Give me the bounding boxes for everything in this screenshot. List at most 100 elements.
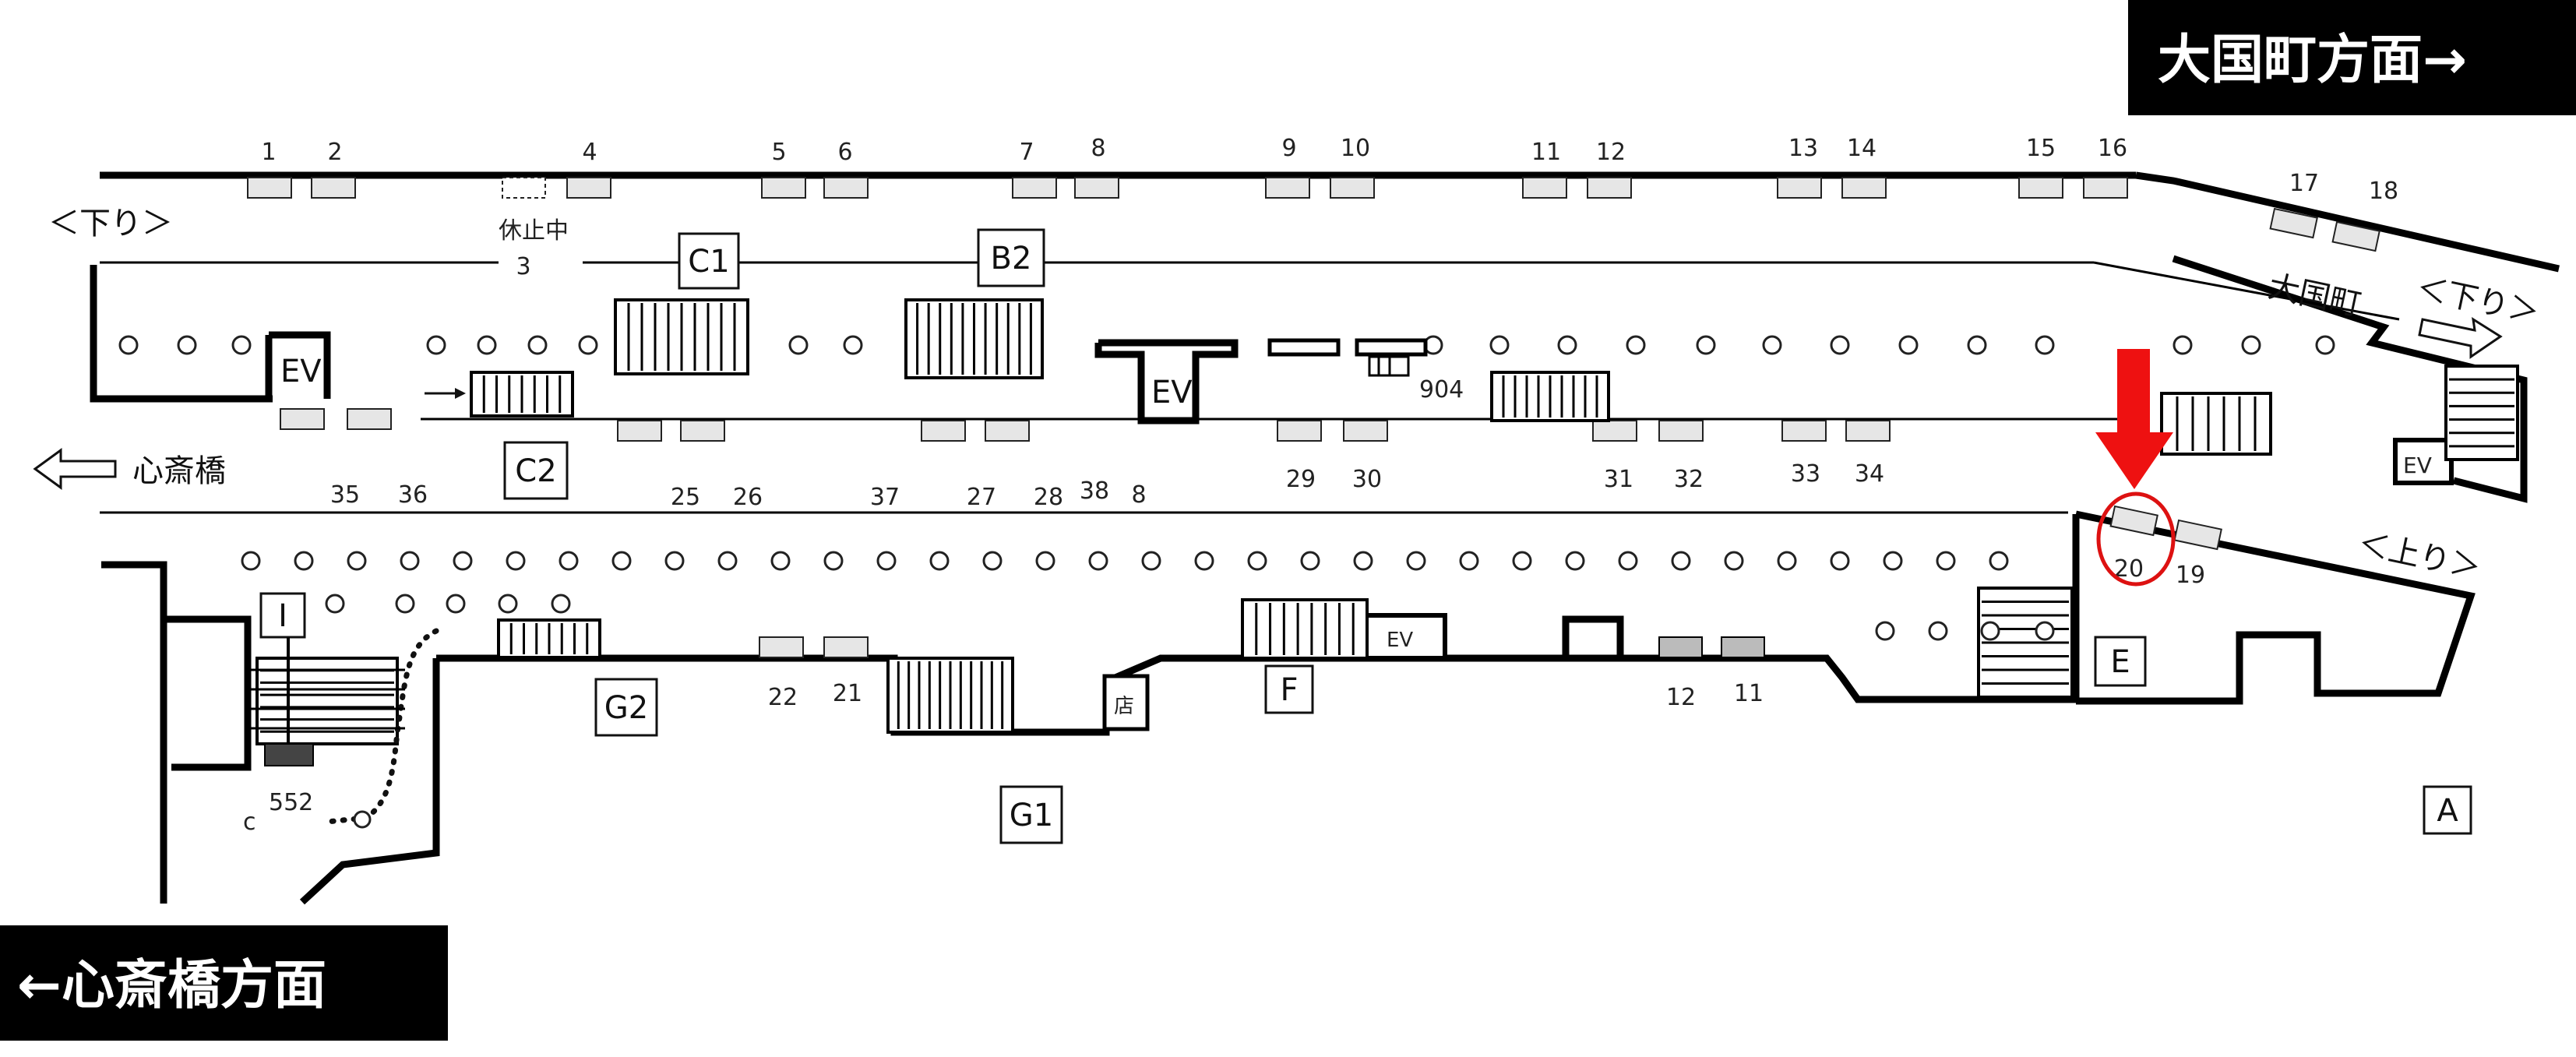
door-top-16: 16: [2083, 135, 2128, 199]
exit-label: G2: [604, 690, 648, 726]
bench-group-904: 904: [1267, 338, 1464, 403]
pillar: [498, 594, 518, 614]
pillar: [1300, 551, 1320, 571]
stair-10: [1977, 587, 2074, 699]
pillar: [788, 335, 809, 355]
hatched-doors: [1658, 636, 1765, 658]
pillar: [1875, 621, 1895, 641]
elevator-3: EV: [1363, 613, 1447, 661]
pillar: [843, 335, 863, 355]
stair-6: [2444, 365, 2519, 461]
pillar: [1141, 551, 1161, 571]
exit-label: B2: [991, 241, 1032, 277]
pillar: [1762, 335, 1782, 355]
door-bot-20: 20: [2109, 505, 2158, 583]
door-top-18: 18: [2331, 178, 2398, 252]
door-mid-label: 28: [1034, 484, 1063, 511]
door-top-6: 6: [823, 139, 869, 199]
spot-904-label: 904: [1419, 376, 1464, 403]
pillar: [770, 551, 791, 571]
pillar: [2035, 335, 2055, 355]
pillar: [1980, 621, 2000, 641]
exit-G1: G1: [999, 785, 1063, 844]
gate-I: [248, 637, 405, 766]
door-mid-label: 33: [1791, 460, 1820, 488]
pillar: [1936, 551, 1956, 571]
door-top-7: 7: [1012, 139, 1057, 199]
pillars: [118, 335, 2335, 641]
pillar: [1724, 551, 1744, 571]
door-top-14: 14: [1841, 135, 1887, 199]
door-bot-11: 11: [1734, 680, 1764, 707]
door-mid-label: 36: [398, 481, 428, 509]
door-mid-label: 30: [1352, 466, 1382, 493]
door-top-label: 10: [1341, 135, 1370, 162]
pillar: [231, 335, 252, 355]
exit-C1: C1: [678, 232, 740, 290]
pillar: [2173, 335, 2193, 355]
door-mid-label: 26: [733, 484, 763, 511]
pillar: [2315, 335, 2335, 355]
exit-F: F: [1264, 664, 1314, 714]
pillar: [1671, 551, 1691, 571]
door-top-label: 14: [1847, 135, 1876, 162]
shop-label: 店: [1114, 695, 1134, 718]
door-mid-35: 35: [330, 481, 360, 509]
door-top-5: 5: [761, 139, 806, 199]
stair-5: [2160, 392, 2272, 456]
arrow-right-icon: [2418, 317, 2503, 359]
pillar: [241, 551, 261, 571]
stair-9: [1241, 598, 1369, 660]
door-top-label: 17: [2289, 170, 2319, 197]
pillar: [1353, 551, 1373, 571]
pillar: [325, 594, 345, 614]
door-mid-label: 38: [1080, 477, 1109, 505]
pillar: [611, 551, 632, 571]
elevator-1-label: EV: [280, 354, 322, 389]
highlight-door-20: [2095, 349, 2176, 587]
pillar: [1898, 335, 1919, 355]
door-mid-36: 36: [398, 481, 428, 509]
door-top-10: 10: [1330, 135, 1375, 199]
pillar: [578, 335, 598, 355]
elevator-1: EV: [265, 331, 331, 399]
exit-label: A: [2437, 793, 2458, 829]
door-top-label: 4: [582, 139, 597, 166]
door-label-3: 3: [516, 253, 530, 280]
exit-G2: G2: [594, 678, 658, 737]
pillar: [1830, 551, 1850, 571]
door-suspended: 休止中 3: [499, 177, 569, 280]
pillar: [1830, 335, 1850, 355]
pillar: [559, 551, 579, 571]
elevator-2-label: EV: [1151, 375, 1193, 410]
door-top-label: 6: [837, 139, 852, 166]
pillar: [477, 335, 497, 355]
door-top-1: 1: [247, 139, 292, 199]
pillar: [551, 594, 571, 614]
exit-label: C2: [515, 453, 556, 489]
pillar: [1626, 335, 1646, 355]
exit-label: I: [278, 598, 287, 634]
door-top-label: 1: [261, 139, 276, 166]
door-top-label: 8: [1091, 135, 1105, 162]
pillar: [1618, 551, 1638, 571]
pillar: [2241, 335, 2261, 355]
door-bot-22: 22: [759, 636, 804, 711]
door-bot-label: 19: [2176, 562, 2205, 589]
door-mid-28: 28: [1034, 484, 1063, 511]
pillar: [1696, 335, 1716, 355]
door-mid-label: 27: [967, 484, 996, 511]
pillar: [2035, 621, 2055, 641]
stair-4: [1490, 371, 1610, 422]
exit-label: C1: [688, 244, 729, 280]
door-top-2: 2: [311, 139, 356, 199]
exit-label: F: [1280, 672, 1298, 708]
door-top-17: 17: [2269, 170, 2319, 239]
pillar: [1512, 551, 1532, 571]
banner-daikokucho-text: 大国町方面→: [2158, 30, 2467, 91]
exit-C2: C2: [503, 441, 569, 500]
door-bot-12: 12: [1666, 684, 1696, 711]
